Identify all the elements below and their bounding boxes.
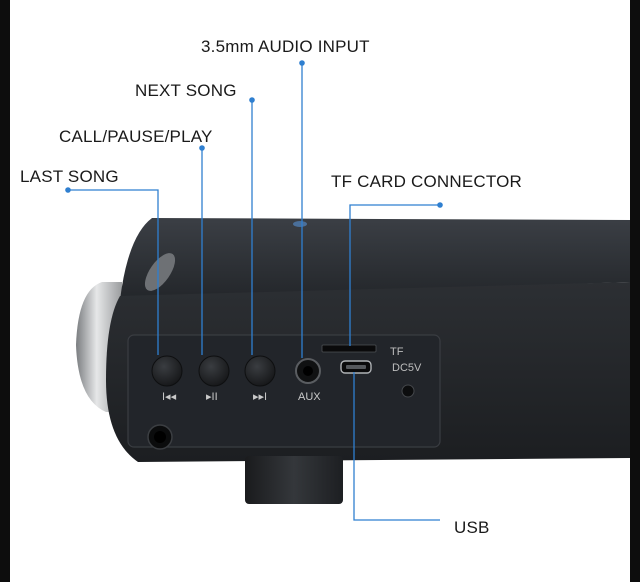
tf-print: TF [390,346,404,358]
label-audio-input: 3.5mm AUDIO INPUT [201,37,370,56]
dc5v-print: DC5V [392,362,422,374]
label-call-pause-play: CALL/PAUSE/PLAY [59,127,213,146]
button-call-pause-play[interactable] [198,355,230,387]
svg-text:▸II: ▸II [206,391,218,403]
button-next-song[interactable] [244,355,276,387]
tf-card-slot[interactable] [321,344,377,353]
speaker-foot [245,456,343,504]
top-indicator-light [293,221,307,227]
callout-line-usb [353,372,440,521]
aux-print: AUX [298,391,321,403]
image-frame: I◂◂ ▸II ▸▸I AUX TF DC5V [10,0,630,582]
callout-line-tf-card [349,204,440,346]
soundbar-illustration: I◂◂ ▸II ▸▸I AUX TF DC5V [20,37,630,537]
label-last-song: LAST SONG [20,167,119,186]
label-usb: USB [454,518,490,537]
svg-text:▸▸I: ▸▸I [253,391,267,403]
label-next-song: NEXT SONG [135,81,237,100]
callout-endpoints [65,60,443,208]
label-tf-card-connector: TF CARD CONNECTOR [331,172,522,191]
brand-badge [144,253,176,291]
lower-round-port [147,424,173,450]
speaker-top-surface [120,218,630,300]
usb-port[interactable] [340,360,372,374]
callout-line-last-song [68,189,159,355]
button-last-song[interactable] [151,355,183,387]
callout-lines [68,63,440,521]
aux-audio-port[interactable] [295,358,321,384]
svg-text:I◂◂: I◂◂ [162,391,177,403]
dc-power-jack[interactable] [401,384,415,398]
